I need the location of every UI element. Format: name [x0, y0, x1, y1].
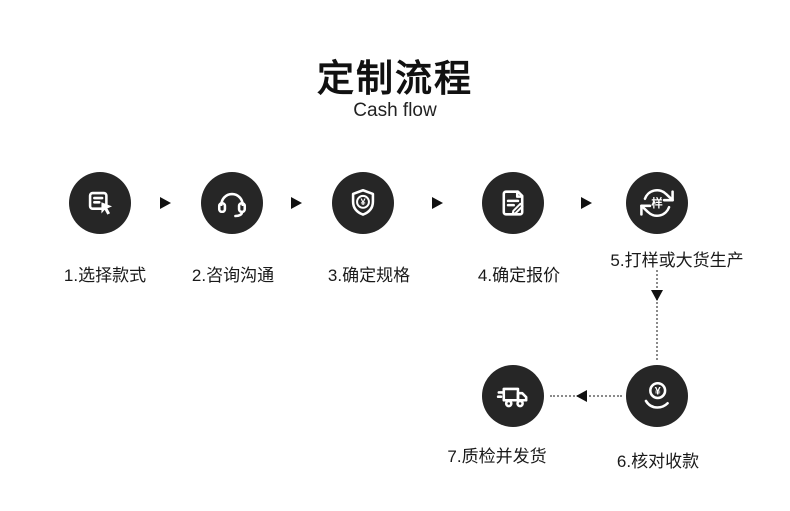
yen-coin-symbol: ¥: [655, 385, 661, 397]
arrow-step4-to-step5: [581, 197, 592, 209]
spec-shield-icon: ¥: [351, 188, 375, 216]
step-circle-4: [482, 172, 544, 234]
quote-document-icon: [502, 190, 524, 216]
arrow-step6-to-step7: [576, 390, 587, 402]
page-subtitle: Cash flow: [353, 100, 437, 121]
step-label-7: 7.质检并发货: [447, 447, 547, 466]
step-label-5: 5.打样或大货生产: [610, 251, 744, 270]
step-circle-7: [482, 365, 544, 427]
step-circle-1: [69, 172, 131, 234]
sample-cycle-icon: 样: [640, 189, 674, 217]
select-style-icon: [88, 191, 113, 215]
page-title: 定制流程: [317, 58, 473, 99]
step-circle-5: 样: [626, 172, 688, 234]
delivery-truck-icon: [496, 387, 528, 408]
step-label-3: 3.确定规格: [327, 266, 411, 285]
arrow-step1-to-step2: [160, 197, 171, 209]
step-circle-6: ¥: [626, 365, 688, 427]
connector-step5-to-step6: [656, 270, 658, 360]
arrow-step2-to-step3: [291, 197, 302, 209]
step-label-6: 6.核对收款: [616, 452, 700, 471]
step-label-2: 2.咨询沟通: [191, 266, 275, 285]
step-circle-3: ¥: [332, 172, 394, 234]
yen-symbol: ¥: [360, 197, 366, 207]
arrow-step3-to-step4: [432, 197, 443, 209]
collect-payment-icon: ¥: [644, 381, 669, 409]
sample-character: 样: [651, 196, 662, 210]
step-circle-2: [201, 172, 263, 234]
headset-icon: [217, 192, 247, 218]
step-label-1: 1.选择款式: [63, 266, 147, 285]
arrow-step5-to-step6: [651, 290, 663, 301]
step-label-4: 4.确定报价: [477, 266, 561, 285]
